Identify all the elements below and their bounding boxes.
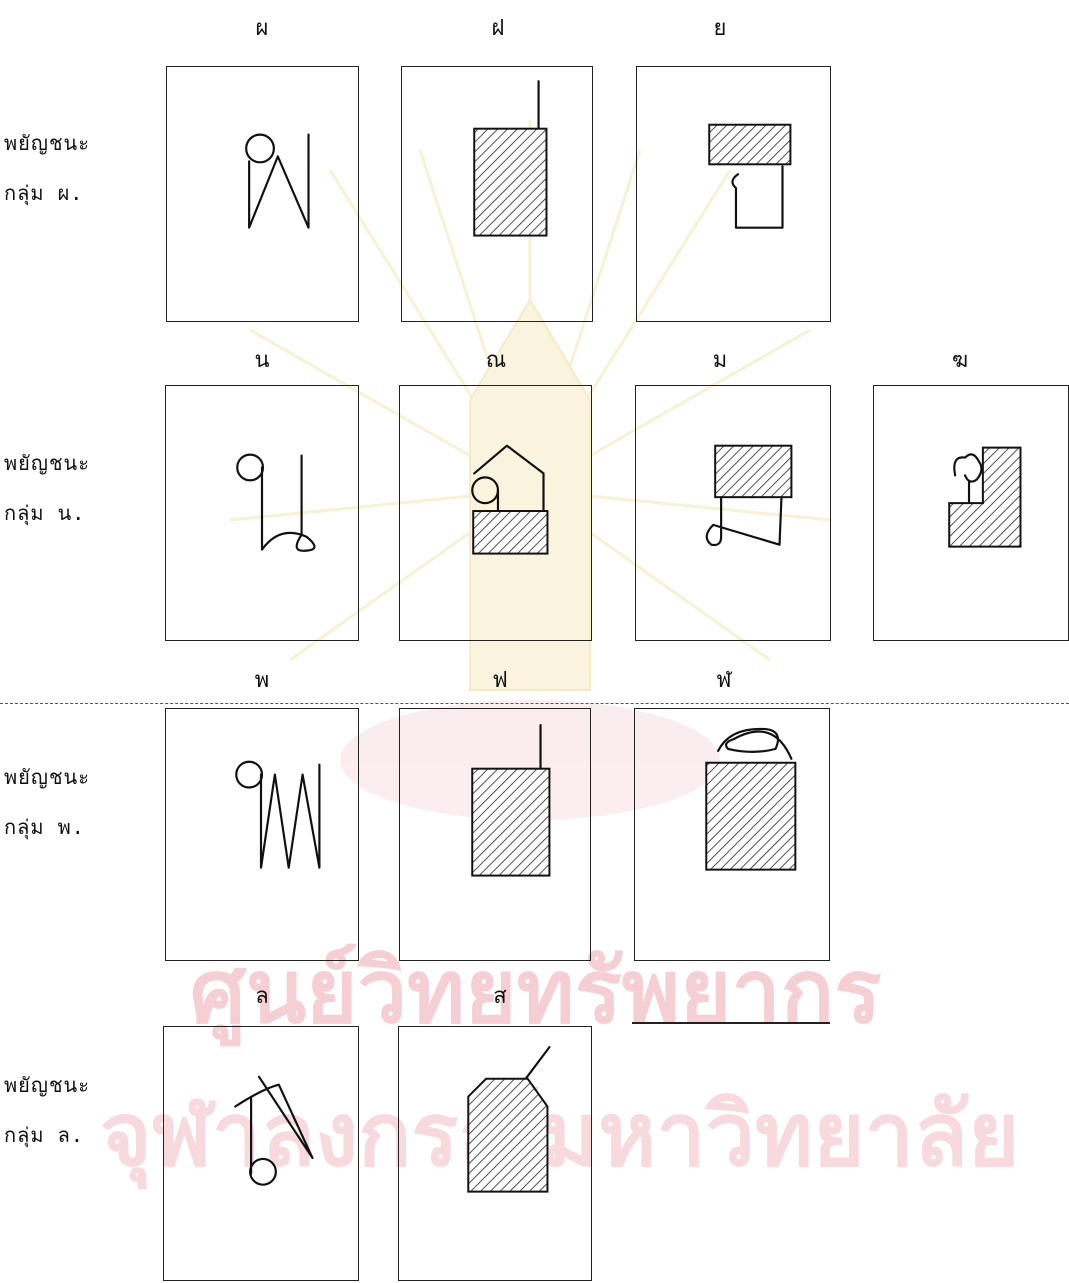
card-letter: ณ <box>466 342 526 377</box>
dashed-divider <box>0 703 1069 704</box>
letter-card-lo-chula[interactable] <box>634 708 830 961</box>
card-letter: ฆ <box>930 342 990 377</box>
pho-phan-glyph <box>166 709 358 960</box>
letter-card-lo-ling[interactable] <box>163 1026 359 1281</box>
letter-card-fo-fa[interactable] <box>401 66 593 322</box>
pho-phueng-glyph <box>167 67 358 321</box>
card-letter: ส <box>470 978 530 1013</box>
card-letter: ฬ <box>694 662 754 697</box>
group-label-row3: พยัญชนะ กลุ่ม พ. <box>4 752 134 852</box>
mo-ma-glyph <box>636 386 830 640</box>
card-letter: ฝ <box>468 10 528 45</box>
lo-chula-glyph <box>635 709 829 960</box>
letter-card-pho-phueng[interactable] <box>166 66 359 322</box>
yo-yak-glyph <box>637 67 830 321</box>
card-letter: ย <box>690 10 750 45</box>
letter-card-pho-phan[interactable] <box>165 708 359 961</box>
card-letter: ผ <box>232 10 292 45</box>
letter-card-no-nu[interactable] <box>165 385 359 641</box>
underline-rule <box>632 1022 830 1024</box>
lo-ling-glyph <box>164 1027 358 1280</box>
fo-fan-glyph <box>400 709 590 960</box>
kho-rakhang-glyph <box>874 386 1068 640</box>
group-label-row4: พยัญชนะ กลุ่ม ล. <box>4 1060 134 1160</box>
group-label-row2: พยัญชนะ กลุ่ม น. <box>4 438 134 538</box>
card-letter: ล <box>232 978 292 1013</box>
letter-card-so-suea[interactable] <box>398 1026 592 1281</box>
group-label-row1: พยัญชนะ กลุ่ม ผ. <box>4 118 134 218</box>
letter-card-kho-rakhang[interactable] <box>873 385 1069 641</box>
card-letter: พ <box>232 662 292 697</box>
so-suea-glyph <box>399 1027 591 1280</box>
fo-fa-glyph <box>402 67 592 321</box>
card-letter: ฟ <box>470 662 530 697</box>
letter-card-fo-fan[interactable] <box>399 708 591 961</box>
letter-card-yo-yak[interactable] <box>636 66 831 322</box>
letter-card-mo-ma[interactable] <box>635 385 831 641</box>
card-letter: น <box>232 342 292 377</box>
no-nu-glyph <box>166 386 358 640</box>
letter-card-no-nen[interactable] <box>399 385 592 641</box>
card-letter: ม <box>690 342 750 377</box>
no-nen-glyph <box>400 386 591 640</box>
